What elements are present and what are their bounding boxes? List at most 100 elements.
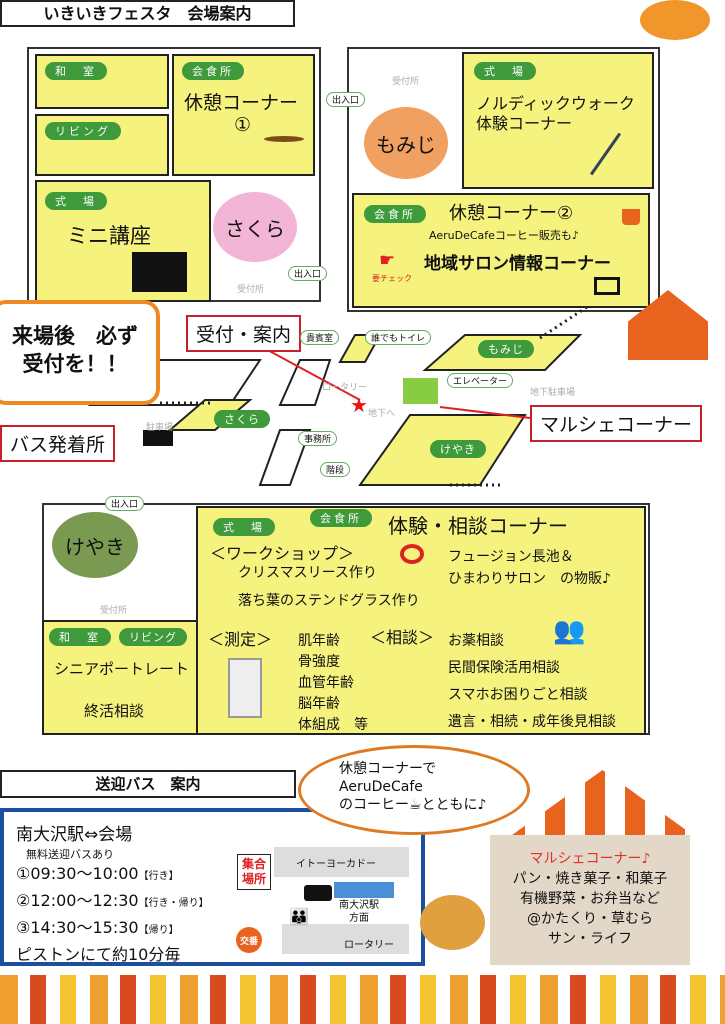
room-experience: 式 場 会食所 体験・相談コーナー ＜ワークショップ＞ クリスマスリース作り 落… — [196, 506, 646, 735]
workshop-heading: ＜ワークショップ＞ — [210, 544, 355, 563]
reception-label: 受付所 — [100, 606, 128, 616]
consult-item: お薬相談 — [448, 633, 504, 649]
bus-time-row: ②12:00～12:30【行き・帰り】 — [16, 889, 209, 916]
marche-stall-icon — [403, 378, 438, 404]
sakura-plaza — [167, 399, 253, 431]
workshop-item: クリスマスリース作り — [238, 565, 377, 581]
senior-item: 終活相談 — [84, 702, 145, 720]
dir-line: 南大沢駅 — [339, 900, 379, 911]
direction-label: 南大沢駅方面 — [339, 899, 379, 925]
room-tag: 式 場 — [213, 518, 275, 536]
room-mini-lecture: 式 場 ミニ講座 — [35, 180, 211, 302]
consult-item: 民間保険活用相談 — [448, 660, 560, 676]
wreath-icon — [400, 544, 424, 564]
keyaki-room: けやき — [52, 512, 138, 578]
autumn-tree-decoration — [640, 0, 710, 40]
reception-label: 受付所 — [392, 77, 420, 87]
office-label: 事務所 — [298, 431, 338, 446]
bus-icon — [143, 430, 173, 446]
bus-times: ①09:30～10:00【行き】 ②12:00～12:30【行き・帰り】 ③14… — [16, 862, 209, 967]
consult-heading: ＜相談＞ — [370, 628, 435, 647]
direction-arrow-icon — [334, 882, 394, 898]
direction: 【行き】 — [138, 871, 179, 882]
entrance-label: 出入口 — [288, 266, 328, 281]
callout-line: 受付を！！ — [22, 352, 128, 376]
meet-line: 場所 — [242, 872, 267, 886]
monitor-icon — [594, 277, 620, 295]
direction: 【帰り】 — [138, 925, 179, 936]
sakura-label: さくら — [214, 410, 270, 428]
bus-time-row: ③14:30～15:30【帰り】 — [16, 916, 209, 943]
nordic-title: 体験コーナー — [476, 114, 573, 133]
star-icon: ★ — [350, 393, 368, 417]
pointer-line — [439, 406, 531, 419]
room-tag: 会食所 — [310, 509, 372, 527]
toilet-label: 誰でもトイレ — [365, 330, 432, 345]
sakura-room: さくら — [213, 192, 297, 262]
measure-heading: ＜測定＞ — [208, 630, 273, 649]
room-tag: リビング — [119, 628, 187, 646]
bus-route: 南大沢駅⇔会場 — [16, 825, 133, 845]
consultation-icon: 👥 — [553, 616, 586, 646]
lecture-icon — [132, 252, 187, 292]
measure-item: 脳年齢 — [298, 696, 340, 712]
nordic-title: ノルディックウォーク — [476, 94, 635, 113]
room-rest1: 会食所 休憩コーナー ① — [172, 54, 315, 176]
consult-item: 遺言・相続・成年後見相談 — [448, 714, 616, 730]
consult-item: スマホお困りごと相談 — [448, 687, 588, 703]
bubble-line: のコーヒー☕とともに♪ — [339, 797, 487, 813]
callout-line: 来場後 必ず — [12, 324, 138, 348]
vip-room-label: 貴賓室 — [300, 330, 340, 345]
marche-callout: マルシェコーナー — [530, 405, 703, 442]
bus-frequency: ピストンにて約10分毎 — [16, 945, 181, 964]
direction: 【行き・帰り】 — [138, 898, 209, 909]
sale-text: ひまわりサロン の物販♪ — [448, 571, 611, 587]
measure-item: 体組成 等 — [298, 717, 368, 733]
check-label: 要チェック — [372, 274, 412, 283]
rest1-num: ① — [234, 114, 252, 136]
marche-tent-roof — [505, 770, 700, 840]
vip-room-outline — [278, 359, 332, 406]
keyaki-label: けやき — [430, 440, 486, 458]
parking-label: 駐車場 — [146, 423, 174, 433]
senior-item: シニアポートレート — [54, 660, 190, 678]
room-tag: 和 室 — [45, 62, 107, 80]
meeting-point: 集合場所 — [237, 854, 272, 890]
experience-title: 体験・相談コーナー — [388, 514, 568, 538]
page-title: いきいきフェスタ 会場案内 — [0, 0, 295, 27]
time: ②12:00～12:30 — [16, 891, 139, 910]
room-tag: 和 室 — [49, 628, 111, 646]
room-tag: 会食所 — [182, 62, 244, 80]
time: ③14:30～15:30 — [16, 918, 139, 937]
bread-basket-icon — [420, 895, 485, 950]
marche-title: マルシェコーナー♪ — [529, 851, 651, 867]
underground-parking-label: 地下駐車場 — [530, 388, 576, 398]
salon-title: 地域サロン情報コーナー — [424, 254, 611, 274]
room-senior: 和 室 リビング シニアポートレート 終活相談 — [42, 620, 198, 735]
marche-sign: マルシェコーナー♪ パン・焼き菓子・和菓子 有機野菜・お弁当など @かたくり・草… — [490, 835, 690, 965]
elevator-label: エレベーター — [447, 373, 514, 388]
entrance-label: 出入口 — [105, 496, 145, 511]
marche-line: パン・焼き菓子・和菓子 — [512, 871, 668, 887]
bubble-line: AeruDeCafe — [339, 779, 423, 795]
room-living: リビング — [35, 114, 169, 176]
office-outline — [258, 429, 312, 486]
measure-item: 骨強度 — [298, 654, 340, 670]
room-rest2: 会食所 休憩コーナー② AeruDeCafeコーヒー販売も♪ ☛ 要チェック 地… — [352, 193, 650, 308]
cafe-bubble: 休憩コーナーで AeruDeCafe のコーヒー☕とともに♪ — [298, 745, 530, 835]
marche-line: 有機野菜・お弁当など — [520, 891, 660, 907]
rotary-label: ロータリー — [322, 383, 368, 393]
path-dots — [539, 303, 591, 340]
momiji-room: もみじ — [364, 107, 448, 179]
body-scale-icon — [228, 658, 262, 718]
must-reception-callout: 来場後 必ず 受付を！！ — [0, 300, 160, 405]
rest1-title: 休憩コーナー — [184, 92, 299, 114]
time: ①09:30～10:00 — [16, 864, 139, 883]
measure-item: 血管年齢 — [298, 675, 354, 691]
bus-icon — [304, 885, 332, 901]
momiji-label: もみじ — [478, 340, 534, 358]
rotary-area: ロータリー — [282, 924, 409, 954]
reception-label: 受付所 — [237, 285, 265, 295]
stairs-label: 階段 — [320, 462, 351, 477]
autumn-trees-decoration — [0, 975, 725, 1024]
